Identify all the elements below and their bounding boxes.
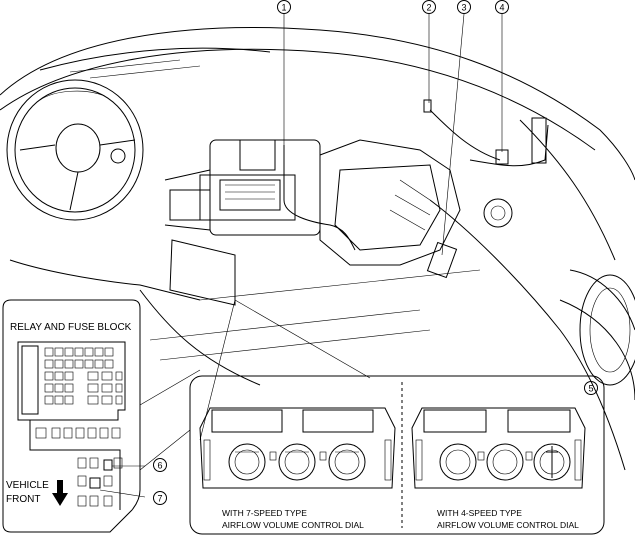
leader-lines (99, 13, 503, 498)
callout-2: 2 (422, 0, 436, 14)
fuse-grid (44, 347, 123, 405)
callout-6: 6 (153, 458, 167, 472)
left-panel-caption-line2: AIRFLOW VOLUME CONTROL DIAL (222, 520, 364, 530)
right-panel-caption-line2: AIRFLOW VOLUME CONTROL DIAL (437, 520, 579, 530)
dashboard-illustration (0, 27, 635, 471)
callout-1: 1 (277, 0, 291, 14)
climate-panel-4-speed: WITH 4-SPEED TYPE AIRFLOW VOLUME CONTROL… (411, 407, 586, 530)
svg-text:5: 5 (588, 384, 593, 394)
callout-7: 7 (153, 491, 167, 505)
svg-text:7: 7 (157, 494, 162, 504)
climate-panel-7-speed: WITH 7-SPEED TYPE AIRFLOW VOLUME CONTROL… (199, 407, 396, 530)
climate-control-zoom-box: 5 WITH 7-SPEED TYPE AIRFLOW VOLUME CONTR… (189, 375, 605, 535)
svg-text:1: 1 (281, 3, 286, 13)
svg-text:2: 2 (426, 3, 431, 13)
callout-4: 4 (495, 0, 509, 14)
relay-fuse-block-inset: RELAY AND FUSE BLOCK VEHICLE FRONT (2, 299, 141, 533)
arrow-down-icon (52, 480, 68, 506)
hvac-unit-illustration (164, 99, 549, 306)
vehicle-front-label-line2: FRONT (6, 494, 40, 505)
svg-text:6: 6 (157, 461, 162, 471)
callout-3: 3 (457, 0, 471, 14)
vehicle-front-label-line1: VEHICLE (6, 480, 49, 491)
svg-text:3: 3 (461, 3, 466, 13)
svg-text:4: 4 (499, 3, 504, 13)
left-panel-caption-line1: WITH 7-SPEED TYPE (222, 508, 307, 518)
right-panel-caption-line1: WITH 4-SPEED TYPE (437, 508, 522, 518)
relay-block-title: RELAY AND FUSE BLOCK (10, 322, 132, 333)
